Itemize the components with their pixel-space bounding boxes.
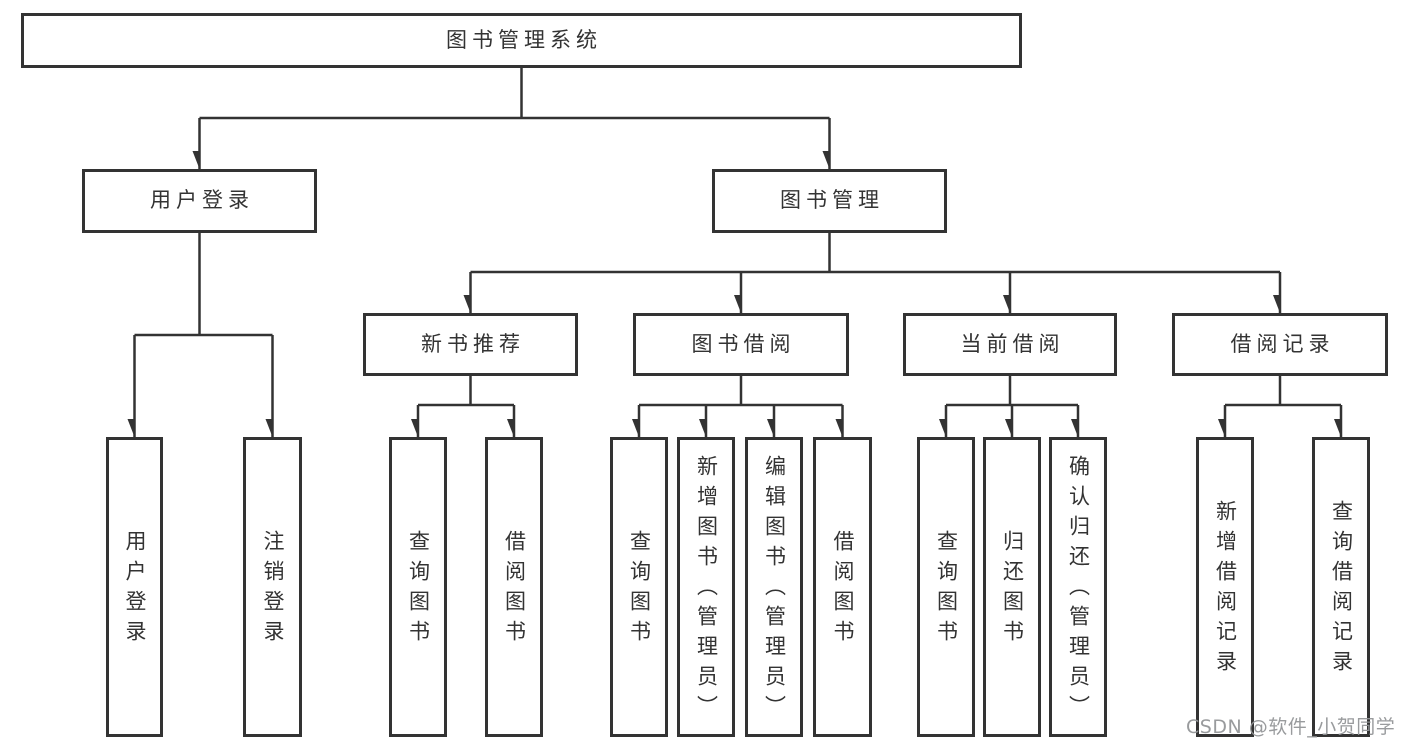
leaf-recommend-borrow-book: 借阅图书 xyxy=(485,437,543,737)
node-root: 图书管理系统 xyxy=(21,13,1022,68)
node-borrow-records: 借阅记录 xyxy=(1172,313,1388,376)
leaf-borrow-edit-book: 编辑图书（管理员） xyxy=(745,437,803,737)
leaf-borrow-query-book: 查询图书 xyxy=(610,437,668,737)
node-current-borrow: 当前借阅 xyxy=(903,313,1117,376)
leaf-borrow-borrow-book: 借阅图书 xyxy=(813,437,872,737)
leaf-user-login: 用户登录 xyxy=(106,437,163,737)
leaf-borrow-add-book: 新增图书（管理员） xyxy=(677,437,735,737)
node-book-management: 图书管理 xyxy=(712,169,947,233)
leaf-current-confirm-return: 确认归还（管理员） xyxy=(1049,437,1107,737)
node-new-book-recommend: 新书推荐 xyxy=(363,313,578,376)
leaf-logout: 注销登录 xyxy=(243,437,302,737)
watermark-text: CSDN @软件_小贺同学 xyxy=(1186,716,1396,738)
leaf-current-return-book: 归还图书 xyxy=(983,437,1041,737)
node-user-login: 用户登录 xyxy=(82,169,317,233)
leaf-current-query-book: 查询图书 xyxy=(917,437,975,737)
leaf-recommend-query-book: 查询图书 xyxy=(389,437,447,737)
leaf-records-query-record: 查询借阅记录 xyxy=(1312,437,1370,737)
node-book-borrow: 图书借阅 xyxy=(633,313,849,376)
leaf-records-add-record: 新增借阅记录 xyxy=(1196,437,1254,737)
